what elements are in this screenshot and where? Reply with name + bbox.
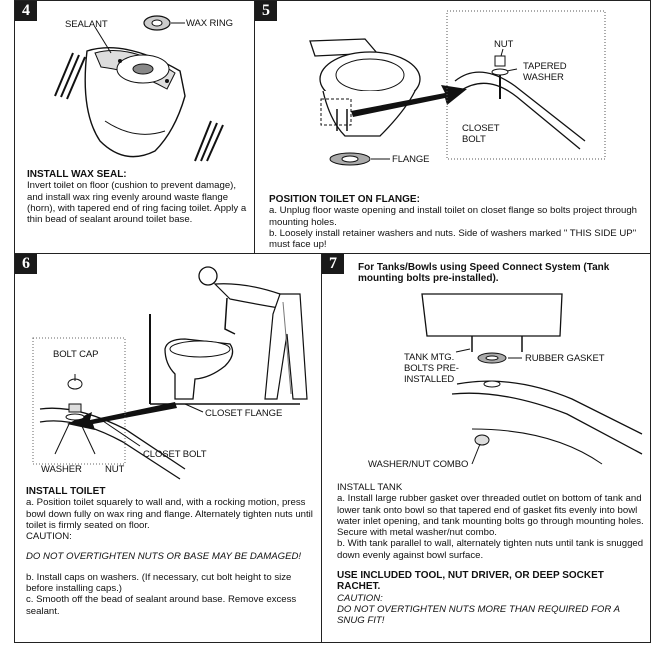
panel-step-6: 6 BOLT CAP CLOSET FLANGE CLOSET BOLT WAS… [14,253,322,643]
step-7-warning: DO NOT OVERTIGHTEN NUTS MORE THAN REQUIR… [337,603,620,627]
label-nut: NUT [105,464,125,475]
step-6-title: INSTALL TOILET [26,486,106,497]
label-washer: WASHER [41,464,82,475]
label-washer-nut-combo: WASHER/NUT COMBO [368,459,469,470]
step-6-warning: DO NOT OVERTIGHTEN NUTS OR BASE MAY BE D… [26,551,302,563]
step-7-line-b: b. With tank parallel to wall, alternate… [337,538,644,561]
step-6-line-b: b. Install caps on washers. (If necessar… [26,571,292,595]
step-7-line-a: a. Install large rubber gasket over thre… [337,493,644,539]
label-sealant: SEALANT [65,19,108,30]
step-7-caution: CAUTION: [337,592,383,604]
step-5-title: POSITION TOILET ON FLANGE: [269,194,420,205]
step-4-text: INSTALL WAX SEAL: Invert toilet on floor… [27,169,249,225]
label-rubber-gasket: RUBBER GASKET [525,353,605,364]
step-6-line-a: a. Position toilet squarely to wall and,… [26,497,313,531]
label-closet-flange: CLOSET FLANGE [205,408,283,419]
label-closet-bolt: CLOSET BOLT [462,123,500,145]
step-4-title: INSTALL WAX SEAL: [27,169,127,180]
label-tank-bolts: TANK MTG. BOLTS PRE- INSTALLED [404,352,459,385]
step-5-line-a: a. Unplug floor waste opening and instal… [269,205,637,228]
panel-step-4: 4 SEALANT WAX RING INSTALL WAX SEAL: Inv… [14,0,255,254]
step-7-heading: For Tanks/Bowls using Speed Connect Syst… [358,262,610,285]
label-closet-bolt: CLOSET BOLT [143,449,207,460]
step-6-text: INSTALL TOILET a. Position toilet square… [26,486,318,617]
panel-step-5: 5 NUT TAPERED WASHER CLOSET BOLT FLANGE … [254,0,651,254]
flange-illustration [309,10,606,166]
step-5-text: POSITION TOILET ON FLANGE: a. Unplug flo… [269,194,641,250]
step-5-line-b: b. Loosely install retainer washers and … [269,227,637,251]
step-6-caution: CAUTION: [26,531,72,543]
label-nut: NUT [494,39,514,50]
step-7-text: INSTALL TANK a. Install large rubber gas… [337,482,644,627]
wax-seal-illustration [54,15,224,162]
step-6-line-c: c. Smooth off the bead of sealant around… [26,594,297,617]
step-number-4: 4 [15,1,37,21]
label-flange: FLANGE [392,154,430,165]
step-number-5: 5 [255,1,277,21]
step-number-6: 6 [15,254,37,274]
label-wax-ring: WAX RING [186,18,233,29]
step-7-title: INSTALL TANK [337,482,403,493]
panel-step-7: 7 For Tanks/Bowls using Speed Connect Sy… [321,253,651,643]
label-bolt-cap: BOLT CAP [53,349,99,360]
install-toilet-illustration [32,266,308,480]
step-7-tool-note: USE INCLUDED TOOL, NUT DRIVER, OR DEEP S… [337,570,604,593]
label-tapered-washer: TAPERED WASHER [523,61,567,83]
step-4-body: Invert toilet on floor (cushion to preve… [27,180,247,226]
install-tank-illustration [421,293,643,465]
step-number-7: 7 [322,254,344,274]
